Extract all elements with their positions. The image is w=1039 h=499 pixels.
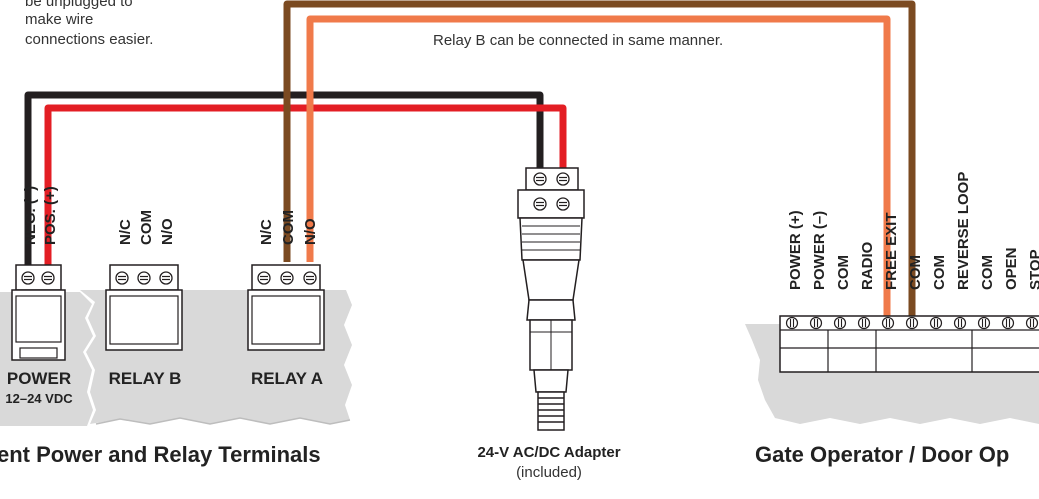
label-relay-a-com: COM bbox=[280, 210, 297, 245]
gate-label-radio: RADIO bbox=[859, 241, 876, 290]
power-label: POWER bbox=[7, 369, 71, 388]
relay-b-terminal-block bbox=[105, 264, 183, 351]
relay-a-terminal-block bbox=[247, 264, 325, 351]
gate-label-stop: STOP bbox=[1027, 249, 1039, 290]
gate-label-com-4: COM bbox=[979, 255, 996, 290]
note-unplug-line1: be unplugged to bbox=[25, 0, 133, 10]
label-relay-b-com: COM bbox=[138, 210, 155, 245]
label-neg: NEG. (–) bbox=[22, 186, 39, 245]
relay-b-label: RELAY B bbox=[109, 369, 182, 388]
gate-label-power-pos: POWER (+) bbox=[787, 210, 804, 290]
label-relay-a-nc: N/C bbox=[258, 219, 275, 245]
gate-label-power-neg: POWER (–) bbox=[811, 211, 828, 290]
label-relay-b-nc: N/C bbox=[117, 219, 134, 245]
gate-label-com-2: COM bbox=[907, 255, 924, 290]
label-relay-b-no: N/O bbox=[159, 218, 176, 245]
note-unplug-line2: make wire bbox=[25, 11, 93, 28]
gate-label-free-exit: FREE EXIT bbox=[883, 212, 900, 290]
left-caption: ent Power and Relay Terminals bbox=[0, 442, 321, 467]
gate-label-open: OPEN bbox=[1003, 247, 1020, 290]
brown-wire bbox=[283, 0, 916, 325]
label-pos: POS. (+) bbox=[42, 186, 59, 245]
gate-terminal-strip bbox=[779, 315, 1039, 373]
power-terminal-block bbox=[11, 264, 66, 361]
label-relay-a-no: N/O bbox=[302, 218, 319, 245]
right-caption: Gate Operator / Door Op bbox=[755, 442, 1009, 467]
adapter-sub: (included) bbox=[516, 464, 582, 481]
relay-a-label: RELAY A bbox=[251, 369, 323, 388]
note-unplug-line3: connections easier. bbox=[25, 31, 153, 48]
adapter-title: 24-V AC/DC Adapter bbox=[477, 444, 620, 461]
red-wire bbox=[44, 104, 567, 280]
note-relay-b: Relay B can be connected in same manner. bbox=[433, 32, 723, 49]
orange-wire bbox=[306, 15, 891, 325]
gate-label-reverse-loop: REVERSE LOOP bbox=[955, 172, 972, 290]
gate-label-com-1: COM bbox=[835, 255, 852, 290]
gate-label-com-3: COM bbox=[931, 255, 948, 290]
adapter-connector bbox=[517, 167, 585, 431]
power-voltage-label: 12–24 VDC bbox=[5, 391, 73, 406]
